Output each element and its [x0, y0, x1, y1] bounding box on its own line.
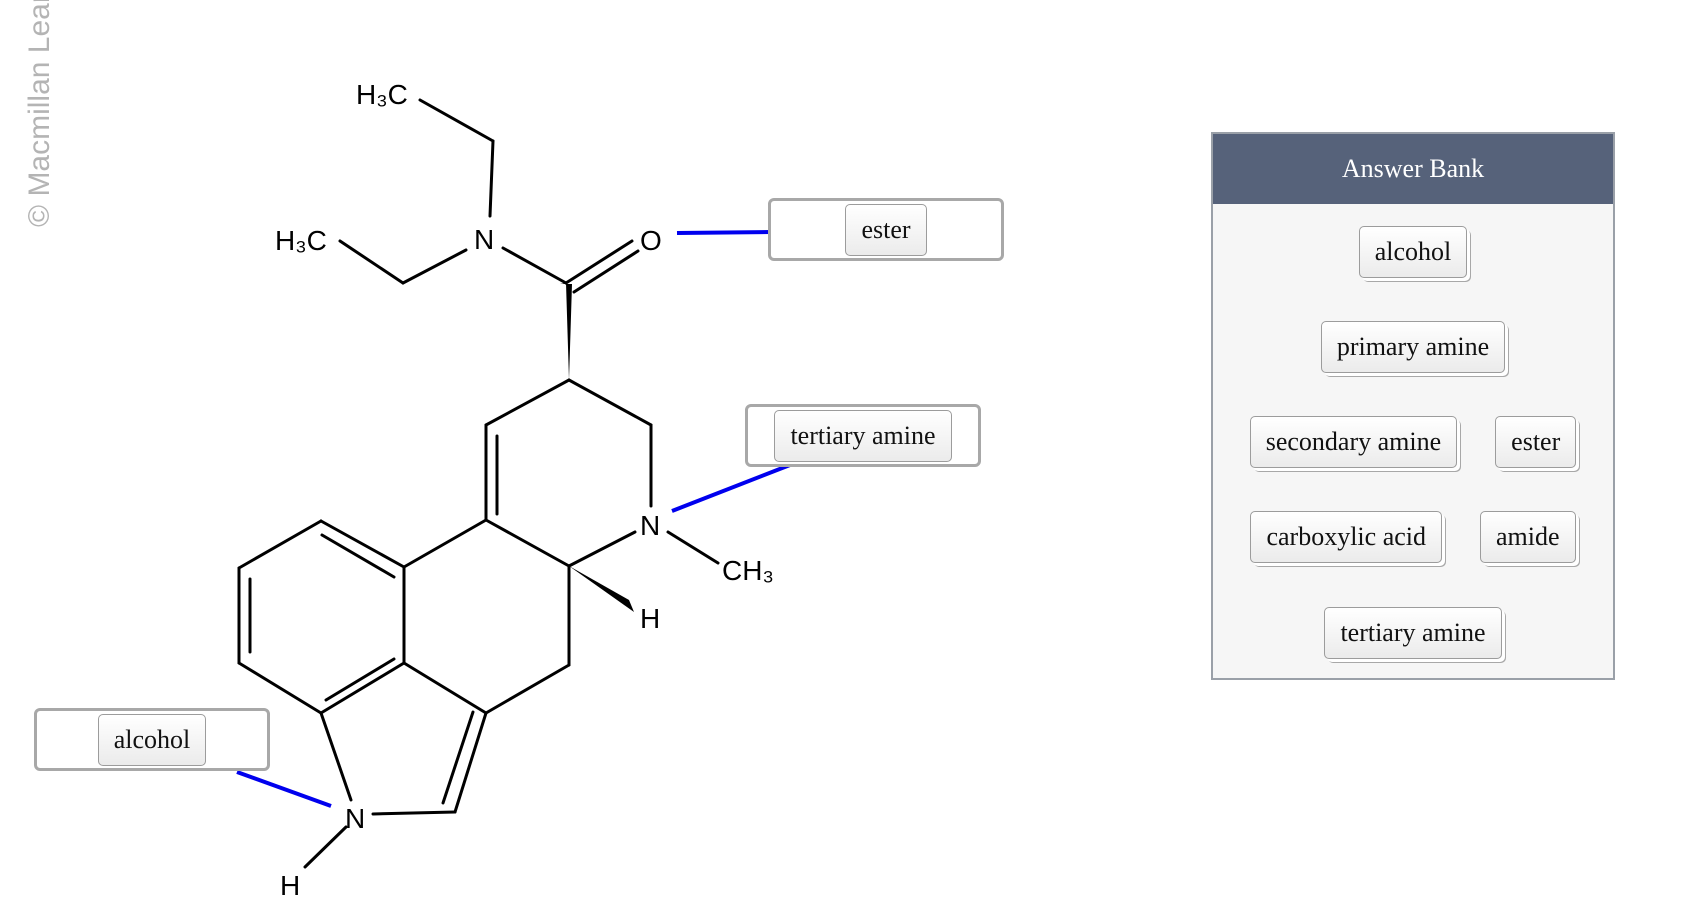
- atom-label: N: [345, 803, 365, 834]
- connector-line: [671, 463, 791, 513]
- bond: [237, 519, 323, 570]
- answer-chip[interactable]: ester: [845, 203, 927, 256]
- bank-chip-primary-amine[interactable]: primary amine: [1320, 321, 1506, 373]
- atom-label: N: [640, 510, 660, 541]
- bond: [319, 711, 353, 802]
- answer-bank-row: secondary amine ester: [1213, 416, 1613, 468]
- bond: [666, 530, 720, 565]
- drop-zone-carbonyl-oxygen[interactable]: ester: [768, 198, 1004, 261]
- bond: [418, 98, 495, 143]
- answer-bank-title: Answer Bank: [1213, 134, 1613, 204]
- atom-label: N: [474, 224, 494, 255]
- bank-chip-alcohol[interactable]: alcohol: [1358, 226, 1468, 278]
- bank-chip-secondary-amine[interactable]: secondary amine: [1249, 416, 1458, 468]
- bond: [319, 519, 406, 569]
- answer-chip[interactable]: alcohol: [97, 713, 207, 766]
- bond: [484, 518, 571, 568]
- bond: [453, 711, 488, 814]
- atom-label: O: [640, 225, 662, 256]
- answer-bank-row: primary amine: [1213, 321, 1613, 373]
- connectors: [236, 230, 791, 808]
- bond: [371, 810, 457, 816]
- bond: [324, 657, 396, 702]
- bank-chip-tertiary-amine[interactable]: tertiary amine: [1324, 607, 1502, 659]
- bond: [572, 249, 640, 294]
- bond: [402, 518, 488, 569]
- atom-label: H₃C: [356, 79, 408, 110]
- drop-zone-ring-nitrogen[interactable]: tertiary amine: [745, 404, 981, 467]
- bond: [237, 661, 323, 715]
- atom-label: H: [280, 870, 300, 898]
- answer-bank: Answer Bank alcohol primary amine second…: [1211, 132, 1615, 680]
- atom-labels: H₃C H₃C N O N CH₃ H N H: [275, 79, 774, 898]
- wedge-bond: [569, 566, 634, 612]
- connector-line: [236, 770, 332, 808]
- answer-bank-row: tertiary amine: [1213, 607, 1613, 659]
- atom-label: H: [640, 603, 660, 634]
- wedge-bonds: [560, 283, 634, 612]
- bond: [488, 139, 495, 218]
- bank-chip-carboxylic-acid[interactable]: carboxylic acid: [1250, 511, 1442, 563]
- bond: [567, 530, 637, 568]
- bond: [441, 710, 475, 805]
- answer-bank-row: alcohol: [1213, 226, 1613, 278]
- bond: [484, 663, 571, 715]
- answer-chip[interactable]: tertiary amine: [774, 409, 952, 462]
- bond: [401, 248, 468, 285]
- bond: [338, 239, 405, 285]
- drop-zone-indole-nitrogen[interactable]: alcohol: [34, 708, 270, 771]
- connector-line: [676, 230, 771, 235]
- bond: [567, 378, 653, 427]
- bond: [501, 246, 568, 285]
- bond: [319, 661, 406, 715]
- bonds: [237, 98, 720, 869]
- bond: [303, 825, 348, 869]
- bond: [564, 239, 634, 285]
- bond: [484, 378, 571, 427]
- atom-label: H₃C: [275, 225, 327, 256]
- wedge-bond: [560, 283, 572, 380]
- answer-bank-row: carboxylic acid amide: [1213, 511, 1613, 563]
- bank-chip-ester[interactable]: ester: [1495, 416, 1577, 468]
- bond: [402, 661, 488, 715]
- bank-chip-amide[interactable]: amide: [1480, 511, 1576, 563]
- bond: [320, 533, 396, 579]
- atom-label: CH₃: [722, 555, 774, 586]
